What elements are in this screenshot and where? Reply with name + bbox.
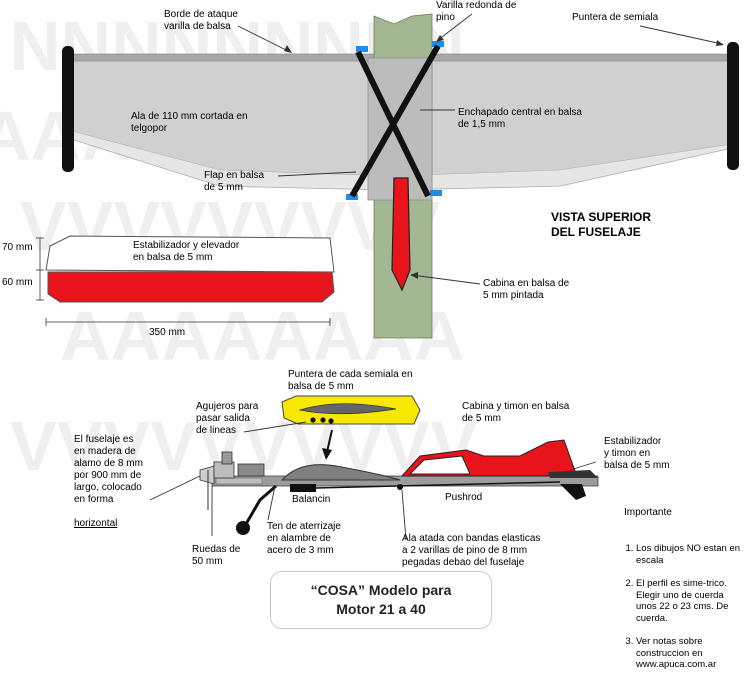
flap-label: Flap en balsa de 5 mm bbox=[204, 170, 265, 193]
note-item: Los dibujos NO estan en escala bbox=[636, 543, 744, 566]
line-hole bbox=[320, 417, 326, 423]
wing-tie-label: Ala atada con bandas elasticas a 2 varil… bbox=[402, 533, 541, 568]
wing-section-side bbox=[280, 464, 401, 481]
engine-icon bbox=[199, 451, 265, 510]
leader-line bbox=[326, 429, 333, 453]
cockpit-top bbox=[391, 177, 411, 292]
pine-dowel-tab bbox=[356, 46, 368, 52]
wingtip-label: Puntera de semiala bbox=[572, 12, 659, 23]
line-hole bbox=[328, 418, 334, 424]
right-wingtip bbox=[727, 42, 739, 170]
leader-lines bbox=[237, 13, 723, 285]
line-holes-label: Agujeros para pasar salida de lineas bbox=[196, 401, 259, 436]
note-item: Ver notas sobre construccion en www.apuc… bbox=[636, 636, 744, 671]
stabilizer-top bbox=[45, 235, 335, 273]
wing-label: Ala de 110 mm cortada en telgopor bbox=[131, 111, 248, 134]
elevator-horn bbox=[560, 484, 586, 500]
fuselage-note: El fuselaje es en madera de alamo de 8 m… bbox=[74, 422, 143, 530]
arrowhead bbox=[322, 448, 332, 460]
canopy-window bbox=[408, 455, 471, 475]
leader-lines-side bbox=[149, 421, 597, 541]
pine-dowel-label: Varilla redonda de pino bbox=[436, 0, 517, 23]
landing-gear bbox=[244, 484, 277, 525]
elastic-band bbox=[349, 44, 441, 198]
fuselage-note-underlined: horizontal bbox=[74, 518, 118, 529]
arrowhead bbox=[436, 35, 444, 42]
pine-dowel-tab bbox=[430, 190, 442, 196]
stabilizer-side bbox=[548, 470, 598, 478]
arrowhead bbox=[284, 45, 292, 53]
important-heading: Importante bbox=[624, 507, 672, 518]
dim-350-label: 350 mm bbox=[149, 327, 186, 338]
fuselage-side bbox=[211, 475, 599, 487]
title-line-1: “COSA” Modelo para bbox=[310, 582, 452, 598]
cockpit-top-label: Cabina en balsa de 5 mm pintada bbox=[483, 278, 570, 301]
pine-dowel bbox=[397, 484, 403, 490]
wingtip-side-label: Puntera de cada semiala en balsa de 5 mm bbox=[288, 369, 413, 392]
pushrod bbox=[315, 481, 561, 489]
left-wingtip bbox=[62, 46, 74, 172]
important-notes: Importante Los dibujos NO estan en escal… bbox=[622, 495, 744, 695]
diagram-canvas: NNNNNNNNN AAAAAAAAAA VVVVVVVVV AAAAAAAA … bbox=[0, 7, 739, 541]
center-sheeting-label: Enchapado central en balsa de 1,5 mm bbox=[458, 107, 582, 130]
dimension-lines bbox=[36, 237, 331, 326]
title-line-2: Motor 21 a 40 bbox=[336, 601, 426, 617]
bellcrank-label: Balancin bbox=[292, 494, 331, 505]
line-hole bbox=[310, 417, 316, 423]
note-item: El perfil es sime-trico. Elegir uno de c… bbox=[636, 578, 744, 624]
stabilizer-elevator-label: Estabilizador y elevador en balsa de 5 m… bbox=[133, 240, 240, 263]
elevator-top bbox=[47, 271, 335, 303]
top-view-title: VISTA SUPERIOR DEL FUSELAJE bbox=[551, 210, 652, 239]
notes-list: Los dibujos NO estan en escala El perfil… bbox=[622, 531, 744, 683]
pine-dowel-tab bbox=[432, 41, 444, 47]
dim-60-label: 60 mm bbox=[2, 277, 33, 288]
arrowhead bbox=[410, 272, 418, 279]
leading-edge-label: Borde de ataque varilla de balsa bbox=[164, 9, 238, 32]
pushrod-label: Pushrod bbox=[445, 492, 483, 503]
wing-airfoil bbox=[298, 403, 397, 415]
pine-dowel-tab bbox=[346, 194, 358, 200]
fuselage-note-text: El fuselaje es en madera de alamo de 8 m… bbox=[74, 434, 143, 505]
wheels-label: Ruedas de 50 mm bbox=[192, 544, 241, 567]
wheel-icon bbox=[236, 521, 250, 535]
stabilizer-rudder-label: Estabilizador y timon en balsa de 5 mm bbox=[604, 436, 670, 471]
fuselage-side-front bbox=[215, 477, 263, 485]
cabin-rudder-label: Cabina y timon en balsa de 5 mm bbox=[462, 401, 570, 424]
landing-gear-label: Ten de aterrizaje en alambre de acero de… bbox=[267, 521, 341, 556]
arrowhead bbox=[716, 40, 724, 46]
title-box: “COSA” Modelo para Motor 21 a 40 bbox=[270, 571, 492, 629]
bellcrank bbox=[290, 484, 316, 492]
dim-70-label: 70 mm bbox=[2, 242, 33, 253]
